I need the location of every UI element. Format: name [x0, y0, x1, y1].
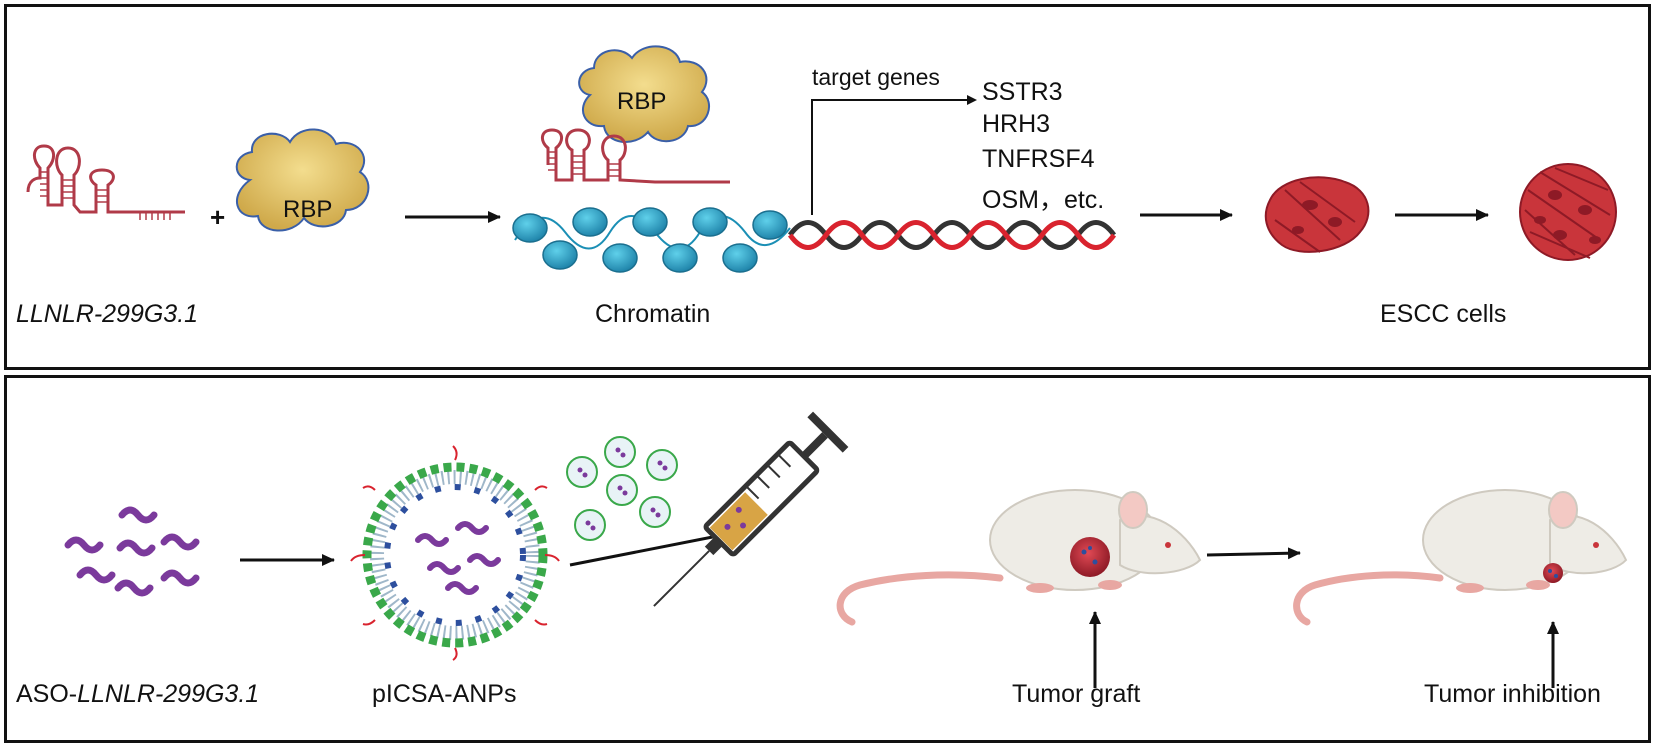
gene-sstr3: SSTR3: [982, 78, 1063, 106]
rbp-cloud-icon: [235, 128, 370, 232]
mouse-tumor-inhibited-icon: [1293, 489, 1628, 626]
lncrna-label: LLNLR-299G3.1: [16, 300, 199, 328]
lncrna-structure-icon: [26, 144, 185, 220]
plus-sign: +: [210, 202, 226, 232]
nanoparticle-icon: [350, 445, 560, 661]
aso-name: LLNLR-299G3.1: [77, 680, 260, 708]
arrow-treatment-outcome: [1206, 547, 1301, 560]
aso-label: ASO-LLNLR-299G3.1: [16, 680, 259, 709]
escc-cells-label: ESCC cells: [1380, 300, 1507, 328]
rbp-bound-label: RBP: [617, 88, 667, 115]
nucleosome-array-icon: [512, 207, 791, 273]
tumor-inhibition-label: Tumor inhibition: [1424, 680, 1601, 708]
gene-tnfrsf4: TNFRSF4: [982, 145, 1095, 173]
tumor-graft-label: Tumor graft: [1012, 680, 1141, 708]
chromatin-label: Chromatin: [595, 300, 711, 328]
nanoparticle-label: pICSA-ANPs: [372, 680, 517, 708]
syringe-icon: [653, 411, 849, 607]
gene-hrh3: HRH3: [982, 110, 1051, 138]
dna-helix-icon: [787, 220, 1117, 250]
lncrna-bound-icon: [541, 128, 730, 184]
target-genes-label: target genes: [812, 64, 940, 90]
rbp-bound-cloud-icon: [578, 45, 711, 144]
rbp-label: RBP: [283, 196, 333, 223]
target-genes-arrow: [811, 95, 977, 215]
mouse-with-tumor-icon: [836, 489, 1202, 626]
escc-cell-cluster-icon: [1264, 176, 1370, 253]
nanoparticle-cluster-icon: [566, 436, 678, 541]
gene-osm-etc: OSM，etc.: [982, 186, 1105, 214]
arrow-nanoparticle-to-syringe: [569, 528, 739, 567]
escc-cell-cluster-large-icon: [1519, 163, 1617, 261]
aso-prefix: ASO-: [16, 680, 78, 708]
aso-molecules-icon: [64, 506, 200, 597]
